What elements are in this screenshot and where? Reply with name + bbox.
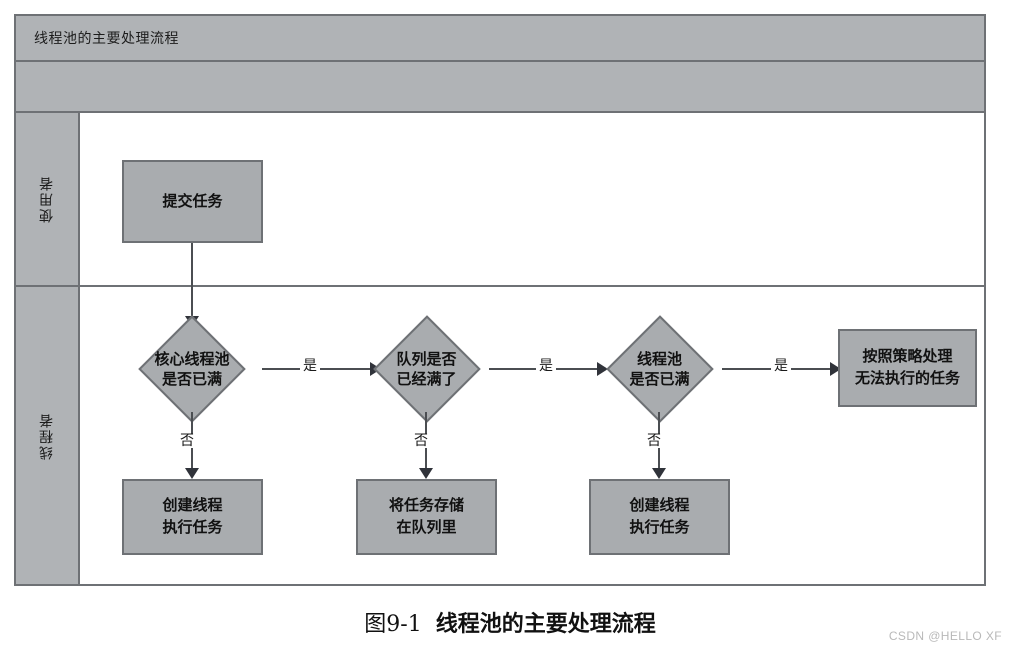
decision-queue-full-text: 队列是否 已经满了 [364,327,489,411]
decision-core-pool-line2: 是否已满 [161,370,222,388]
node-store-in-queue-line2: 在队列里 [396,518,457,536]
swimlane-user-header: 使用者 [16,113,80,285]
figure-caption-text: 线程池的主要处理流程 [435,611,656,637]
node-decision-queue-full[interactable]: 队列是否 已经满了 [364,315,489,423]
decision-pool-full-line2: 是否已满 [629,370,690,388]
diagram-header-band [16,62,984,113]
decision-queue-full-line1: 队列是否 [396,349,457,368]
edge-pool-yes-label: 是 [771,359,791,373]
figure-caption: 图9-1 线程池的主要处理流程 [0,606,1020,638]
swimlane-thread-header: 线程者 [16,287,80,584]
edge-queue-yes-label: 是 [536,359,556,373]
watermark: CSDN @HELLO XF [888,629,1002,643]
node-submit-task-label: 提交任务 [162,191,223,210]
edge-queue-yes-arrow [597,362,608,376]
diagram-title-band: 线程池的主要处理流程 [16,16,984,62]
edge-queue-no-label: 否 [411,434,431,448]
figure-caption-number: 图9-1 [364,612,422,637]
decision-core-pool-line1: 核心线程池 [154,349,230,368]
diagram-title: 线程池的主要处理流程 [34,31,179,47]
node-create-thread-2-line1: 创建线程 [629,496,690,515]
node-create-thread-1[interactable]: 创建线程 执行任务 [122,479,263,555]
edge-pool-yes-arrow [830,362,841,376]
node-store-in-queue[interactable]: 将任务存储 在队列里 [356,479,497,555]
node-create-thread-2-line2: 执行任务 [629,518,690,536]
edge-core-no-arrow [185,468,199,479]
decision-core-pool-text: 核心线程池 是否已满 [127,327,257,411]
decision-pool-full-line1: 线程池 [636,349,682,368]
swimlane-thread-label: 线程者 [39,411,55,460]
decision-queue-full-line2: 已经满了 [396,370,457,388]
node-decision-core-pool[interactable]: 核心线程池 是否已满 [127,315,257,423]
node-reject-policy-line2: 无法执行的任务 [854,369,960,387]
node-create-thread-1-line1: 创建线程 [162,496,223,515]
node-store-in-queue-line1: 将任务存储 [388,496,464,515]
node-reject-policy-line1: 按照策略处理 [862,347,953,366]
swimlane-user-label: 使用者 [39,175,55,223]
edge-pool-no-arrow [652,468,666,479]
node-submit-task[interactable]: 提交任务 [122,160,263,243]
edge-core-no-label: 否 [177,434,197,448]
edge-pool-no-label: 否 [644,434,664,448]
node-decision-pool-full[interactable]: 线程池 是否已满 [597,315,722,423]
decision-pool-full-text: 线程池 是否已满 [597,327,722,411]
node-reject-policy[interactable]: 按照策略处理 无法执行的任务 [838,329,977,407]
edge-core-yes-label: 是 [300,359,320,373]
node-create-thread-2[interactable]: 创建线程 执行任务 [589,479,730,555]
edge-submit-to-core-line [191,243,193,321]
diagram-frame: 线程池的主要处理流程 使用者 线程者 [14,14,986,586]
node-create-thread-1-line2: 执行任务 [162,518,223,536]
edge-queue-no-arrow [419,468,433,479]
